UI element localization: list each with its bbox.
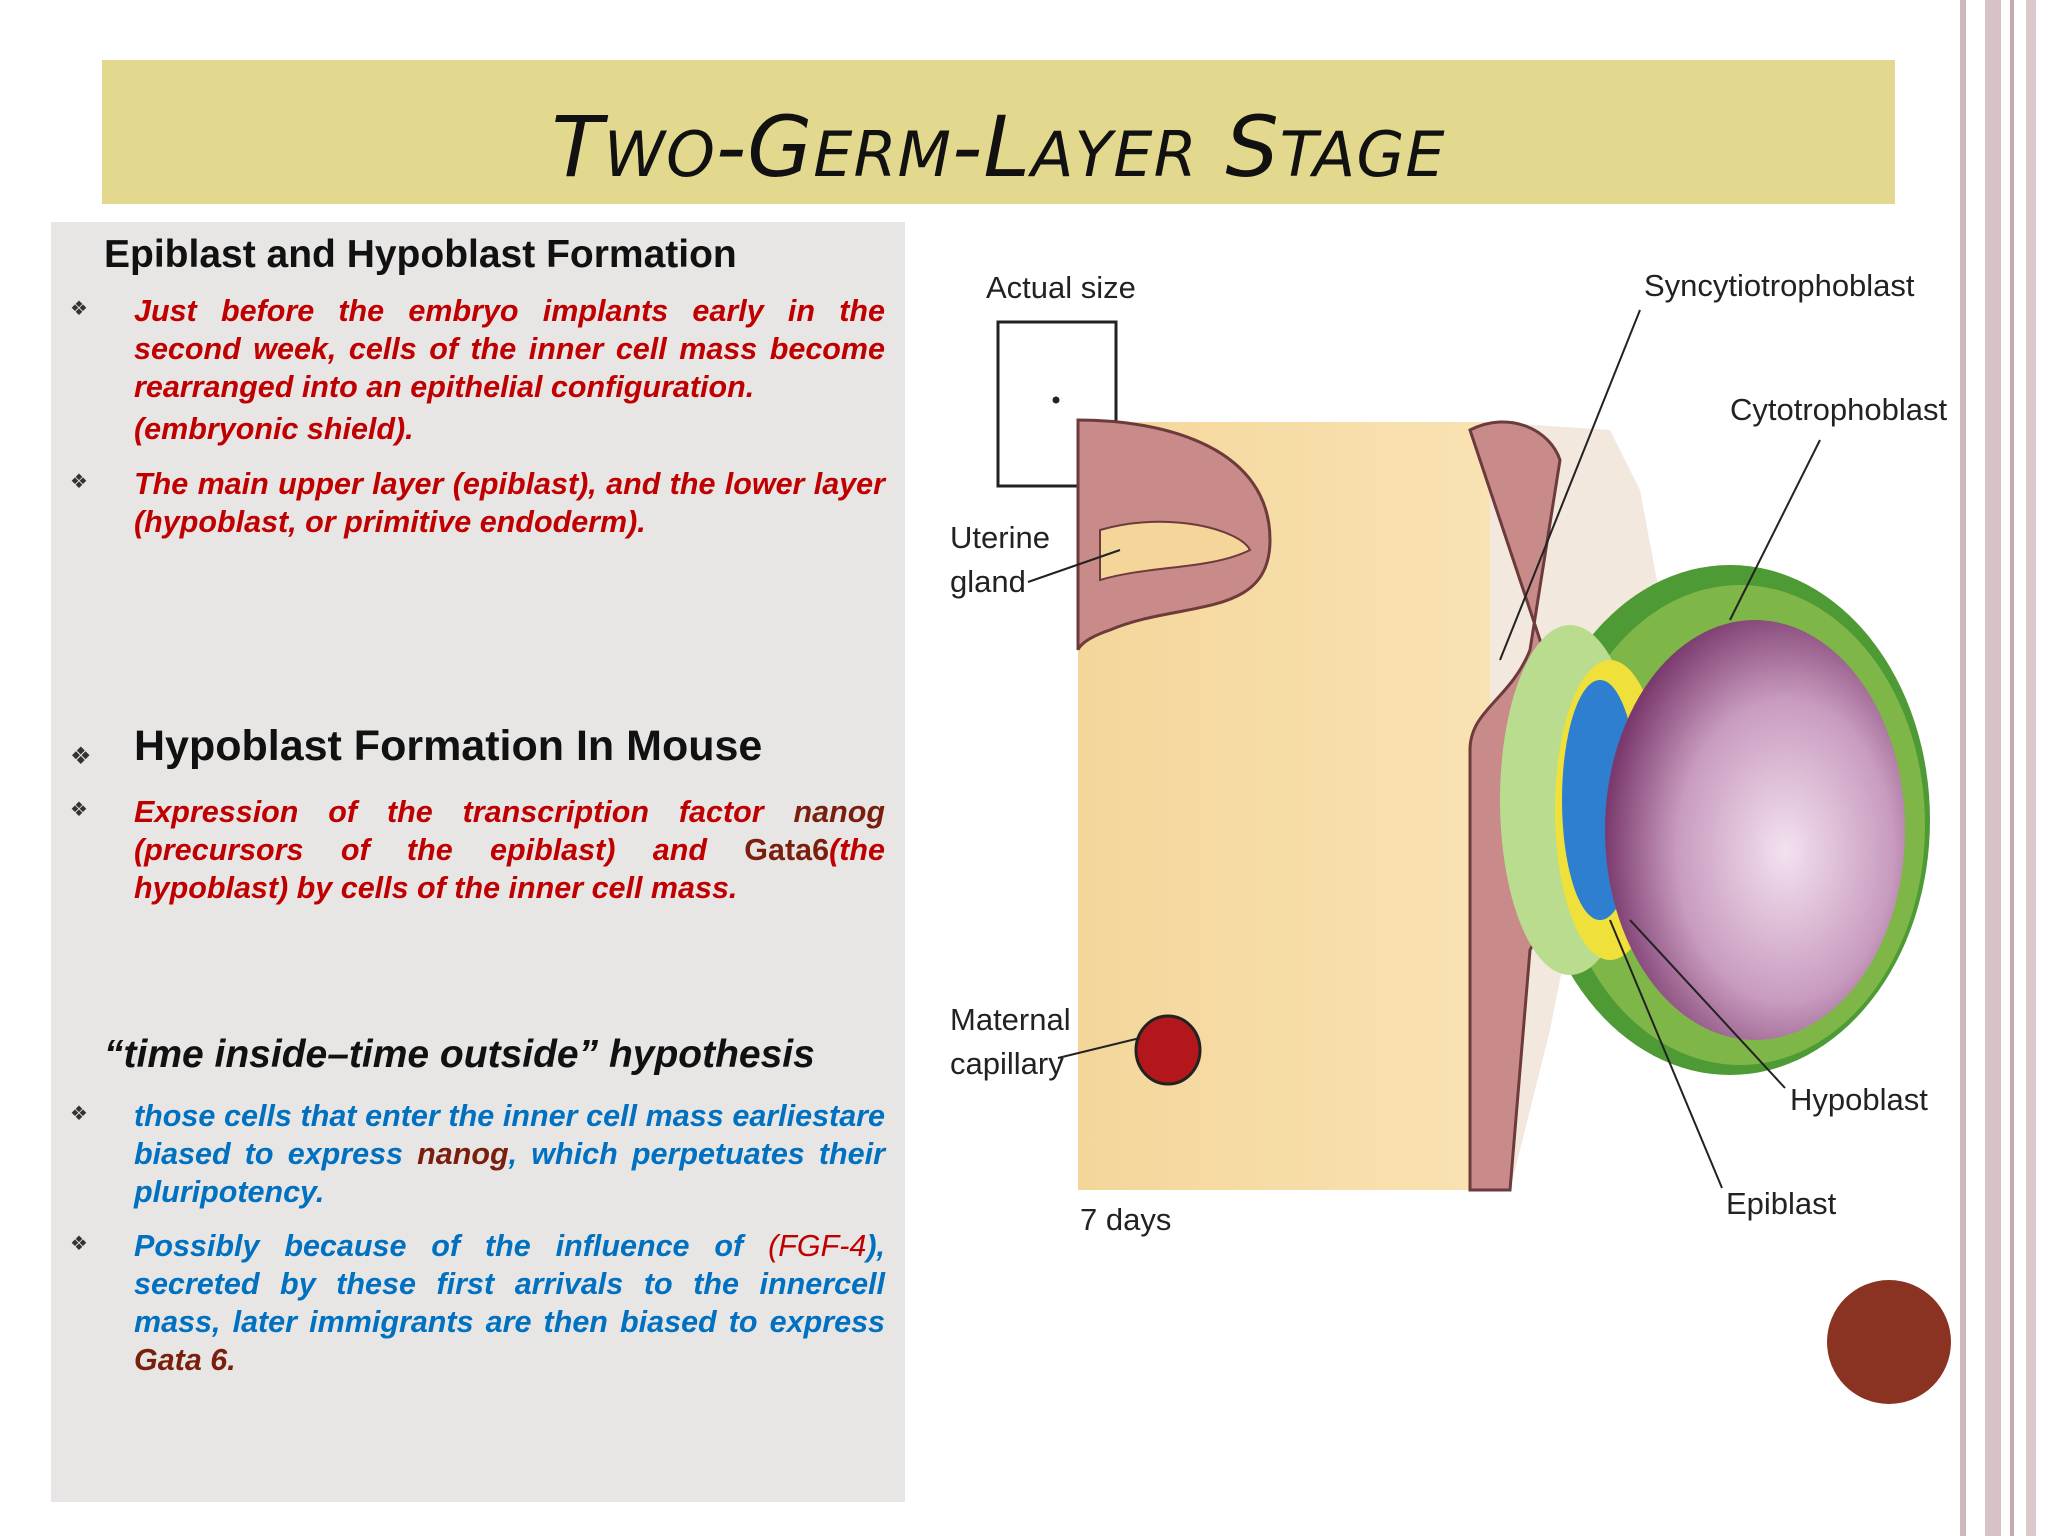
bullet-implant: ❖ Just before the embryo implants early … (70, 292, 885, 448)
right-border-stripe-1 (1960, 0, 1966, 1536)
bullet-text: The main upper layer (epiblast), and the… (134, 467, 885, 539)
bullet-fgf4: ❖ Possibly because of the influence of (… (70, 1227, 885, 1379)
section-heading-hypothesis: “time inside–time outside” hypothesis (104, 1033, 815, 1076)
diamond-bullet-icon: ❖ (70, 799, 88, 821)
diamond-bullet-icon: ❖ (70, 1103, 88, 1125)
diamond-bullet-icon: ❖ (70, 743, 92, 770)
bullet-text: Possibly because of the influence of (FG… (134, 1229, 885, 1377)
bullet-text: Just before the embryo implants early in… (134, 294, 885, 446)
diamond-bullet-icon: ❖ (70, 1233, 88, 1255)
leader-epiblast (1609, 919, 1723, 1189)
actual-size-dot (1052, 396, 1060, 404)
label-gland: gland (950, 564, 1026, 599)
leader-hypoblast (1629, 919, 1786, 1089)
leader-syncytiotrophoblast (1499, 309, 1641, 661)
right-border-stripe-4 (2026, 0, 2036, 1536)
label-actual-size: Actual size (986, 270, 1136, 305)
title-band: TWO-GERM-LAYER STAGE (102, 60, 1895, 204)
implantation-figure: Actual size Uterine gland Maternal capil… (950, 268, 1948, 1237)
label-cytotrophoblast: Cytotrophoblast (1730, 392, 1948, 427)
label-epiblast: Epiblast (1726, 1186, 1837, 1221)
right-border-stripe-2 (1985, 0, 2001, 1536)
label-7-days: 7 days (1080, 1202, 1171, 1237)
uterine-gland-lumen (1099, 520, 1252, 582)
right-border-stripe-3 (2010, 0, 2014, 1536)
section-heading-mouse: Hypoblast Formation In Mouse (134, 722, 763, 770)
blastocyst-cavity (1605, 620, 1905, 1040)
label-capillary: capillary (950, 1046, 1064, 1081)
bullet-layers: ❖ The main upper layer (epiblast), and t… (70, 465, 885, 541)
diamond-bullet-icon: ❖ (70, 298, 88, 320)
heading-row-mouse: ❖ Hypoblast Formation In Mouse (70, 722, 885, 771)
bullet-earliest: ❖ those cells that enter the inner cell … (70, 1097, 885, 1211)
label-syncytiotrophoblast: Syncytiotrophoblast (1644, 268, 1915, 303)
leader-uterine-gland (1027, 549, 1121, 583)
label-uterine: Uterine (950, 520, 1050, 555)
diamond-bullet-icon: ❖ (70, 471, 88, 493)
bullet-text: Expression of the transcription factor n… (134, 795, 885, 905)
bullet-expression: ❖ Expression of the transcription factor… (70, 793, 885, 907)
label-maternal: Maternal (950, 1002, 1071, 1037)
section-heading-epiblast-hypoblast: Epiblast and Hypoblast Formation (104, 233, 737, 276)
decorative-circle (1827, 1280, 1951, 1404)
maternal-capillary (1134, 1014, 1202, 1086)
endometrium-tissue (1078, 422, 1490, 1190)
bullet-text: those cells that enter the inner cell ma… (134, 1099, 885, 1209)
leader-maternal-capillary (1057, 1037, 1141, 1059)
slide-title: TWO-GERM-LAYER STAGE (551, 98, 1446, 196)
text-panel (51, 222, 905, 1502)
leader-cytotrophoblast (1729, 439, 1821, 621)
label-hypoblast: Hypoblast (1790, 1082, 1928, 1117)
